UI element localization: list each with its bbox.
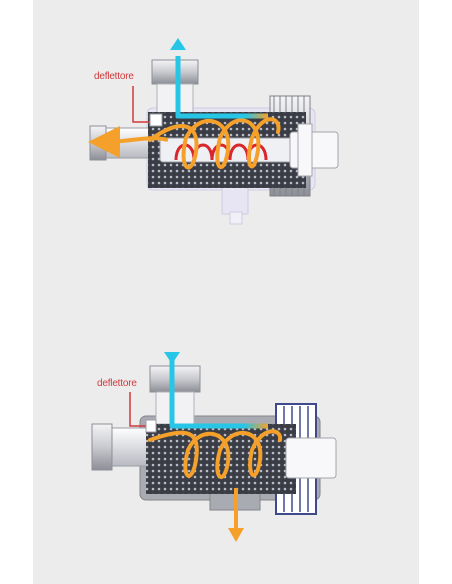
deflector-label-bottom: deflettore bbox=[97, 378, 137, 389]
top-inlet-nut bbox=[89, 125, 107, 161]
bottom-outlet-nut bbox=[149, 365, 201, 393]
top-deflector-leader bbox=[132, 86, 156, 123]
top-filter-diagram bbox=[88, 38, 339, 225]
bottom-deflector-leader bbox=[129, 392, 150, 427]
bottom-deflector bbox=[145, 419, 157, 433]
bottom-inlet-nut bbox=[91, 423, 113, 471]
top-drain-cap bbox=[229, 211, 243, 225]
top-cyan-outlet-flow bbox=[175, 56, 268, 119]
bottom-orange-spiral-flow bbox=[148, 429, 283, 479]
top-orange-spiral-flow bbox=[148, 117, 281, 170]
bottom-cyan-flow bbox=[169, 360, 268, 429]
top-outlet-nut bbox=[151, 59, 199, 85]
top-handle bbox=[289, 131, 339, 169]
bottom-cyan-arrow-head bbox=[164, 352, 180, 364]
bottom-outlet-pipe bbox=[155, 391, 195, 425]
deflector-label-top: deflettore bbox=[94, 71, 134, 82]
bottom-orange-arrow-head bbox=[228, 528, 244, 542]
bottom-handle bbox=[285, 437, 337, 479]
top-outlet-pipe bbox=[156, 83, 194, 115]
top-orange-inlet-arrow bbox=[88, 125, 169, 158]
bottom-filter-diagram bbox=[91, 352, 337, 542]
top-deflector bbox=[149, 113, 163, 127]
top-cyan-arrow-head bbox=[170, 38, 186, 50]
top-handle-fin bbox=[297, 123, 313, 177]
